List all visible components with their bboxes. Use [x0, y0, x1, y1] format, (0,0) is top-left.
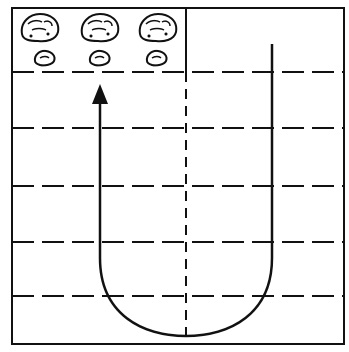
pebble-icon: [33, 49, 56, 67]
u-turn-path: [98, 44, 274, 338]
row-lines: [12, 71, 344, 297]
arrow-up-icon: [92, 84, 108, 104]
pebble-icon: [145, 49, 168, 67]
stone-icon: [80, 12, 120, 43]
stone-icon: [138, 12, 178, 43]
diagram-frame: [11, 7, 345, 345]
stone-group: [20, 12, 178, 67]
stone-icon: [20, 12, 60, 43]
pebble-icon: [88, 49, 111, 67]
